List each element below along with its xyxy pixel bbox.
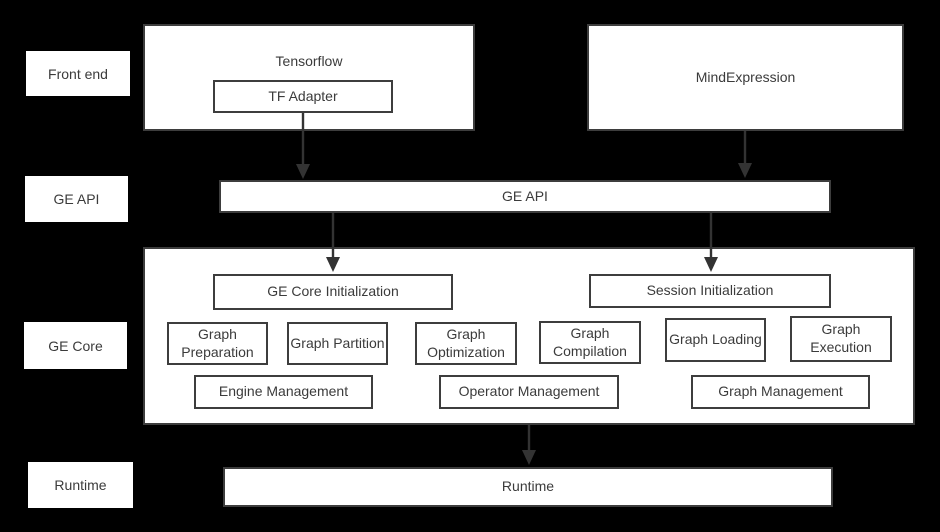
engine-management-box: Engine Management xyxy=(194,375,373,409)
ge-core-box: GE Core Initialization Session Initializ… xyxy=(143,247,915,425)
graph-loading-box: Graph Loading xyxy=(665,318,766,362)
arrow-ge-core-to-runtime xyxy=(522,425,536,465)
ge-core-initialization-box: GE Core Initialization xyxy=(213,274,453,310)
operator-management-box: Operator Management xyxy=(439,375,619,409)
arrow-mindexpression-to-ge-api xyxy=(738,131,752,178)
row-label-ge-core: GE Core xyxy=(24,322,127,369)
ge-api-bar: GE API xyxy=(219,180,831,213)
tensorflow-box: Tensorflow TF Adapter xyxy=(143,24,475,131)
graph-execution-box: Graph Execution xyxy=(790,316,892,362)
graph-optimization-box: Graph Optimization xyxy=(415,322,517,365)
mindexpression-box: MindExpression xyxy=(587,24,904,131)
graph-preparation-box: Graph Preparation xyxy=(167,322,268,365)
row-label-runtime: Runtime xyxy=(28,462,133,508)
row-label-front-end: Front end xyxy=(26,51,130,96)
graph-compilation-box: Graph Compilation xyxy=(539,321,641,364)
runtime-bar: Runtime xyxy=(223,467,833,507)
graph-management-box: Graph Management xyxy=(691,375,870,409)
tensorflow-label: Tensorflow xyxy=(275,53,343,69)
session-initialization-box: Session Initialization xyxy=(589,274,831,308)
graph-partition-box: Graph Partition xyxy=(287,322,388,365)
row-label-ge-api: GE API xyxy=(25,176,128,222)
tf-adapter-box: TF Adapter xyxy=(213,80,393,113)
